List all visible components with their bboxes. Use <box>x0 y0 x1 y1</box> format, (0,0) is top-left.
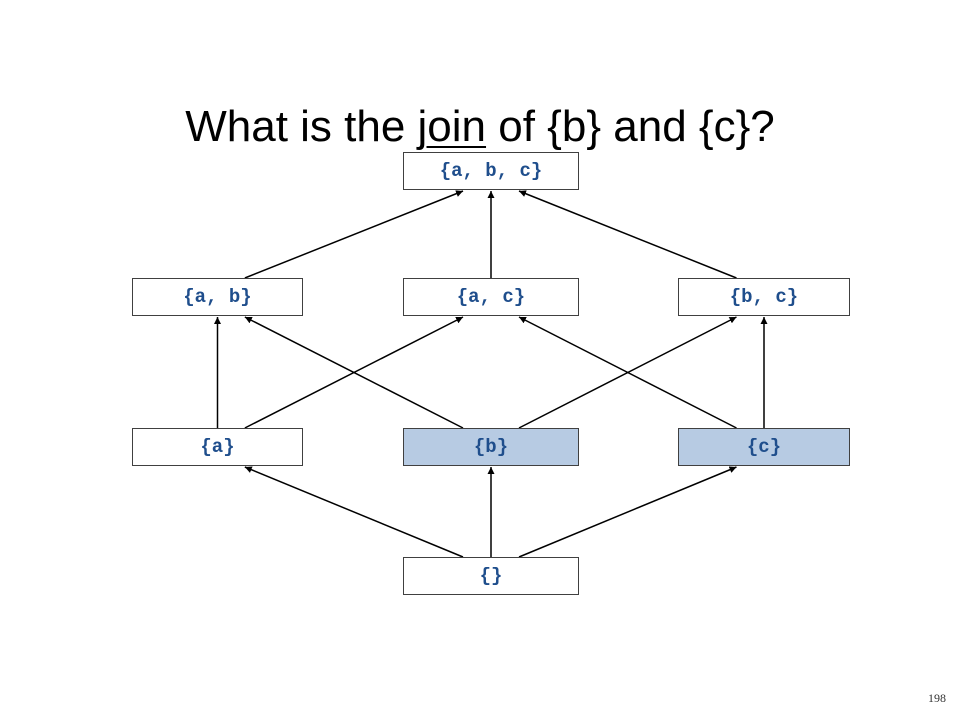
lattice-node-abc: {a, b, c} <box>403 152 579 190</box>
edge-c-to-ac <box>518 316 737 429</box>
lattice-node-ac: {a, c} <box>403 278 579 316</box>
lattice-node-a: {a} <box>132 428 303 466</box>
title-before: What is the <box>185 102 418 151</box>
title-after: of {b} and {c}? <box>486 102 775 151</box>
edge-bc-to-abc <box>518 190 737 279</box>
edge-ab-to-abc <box>244 190 464 279</box>
edge-empty-to-c <box>518 466 737 558</box>
edge-empty-to-a <box>244 466 464 558</box>
title-underlined-word: join <box>417 102 487 151</box>
lattice-node-c: {c} <box>678 428 850 466</box>
edge-b-to-ab <box>244 316 464 429</box>
lattice-node-b: {b} <box>403 428 579 466</box>
slide-title: What is the join of {b} and {c}? <box>0 92 960 162</box>
slide-number: 198 <box>928 691 946 705</box>
lattice-node-empty: {} <box>403 557 579 595</box>
lattice-node-bc: {b, c} <box>678 278 850 316</box>
lattice-node-ab: {a, b} <box>132 278 303 316</box>
